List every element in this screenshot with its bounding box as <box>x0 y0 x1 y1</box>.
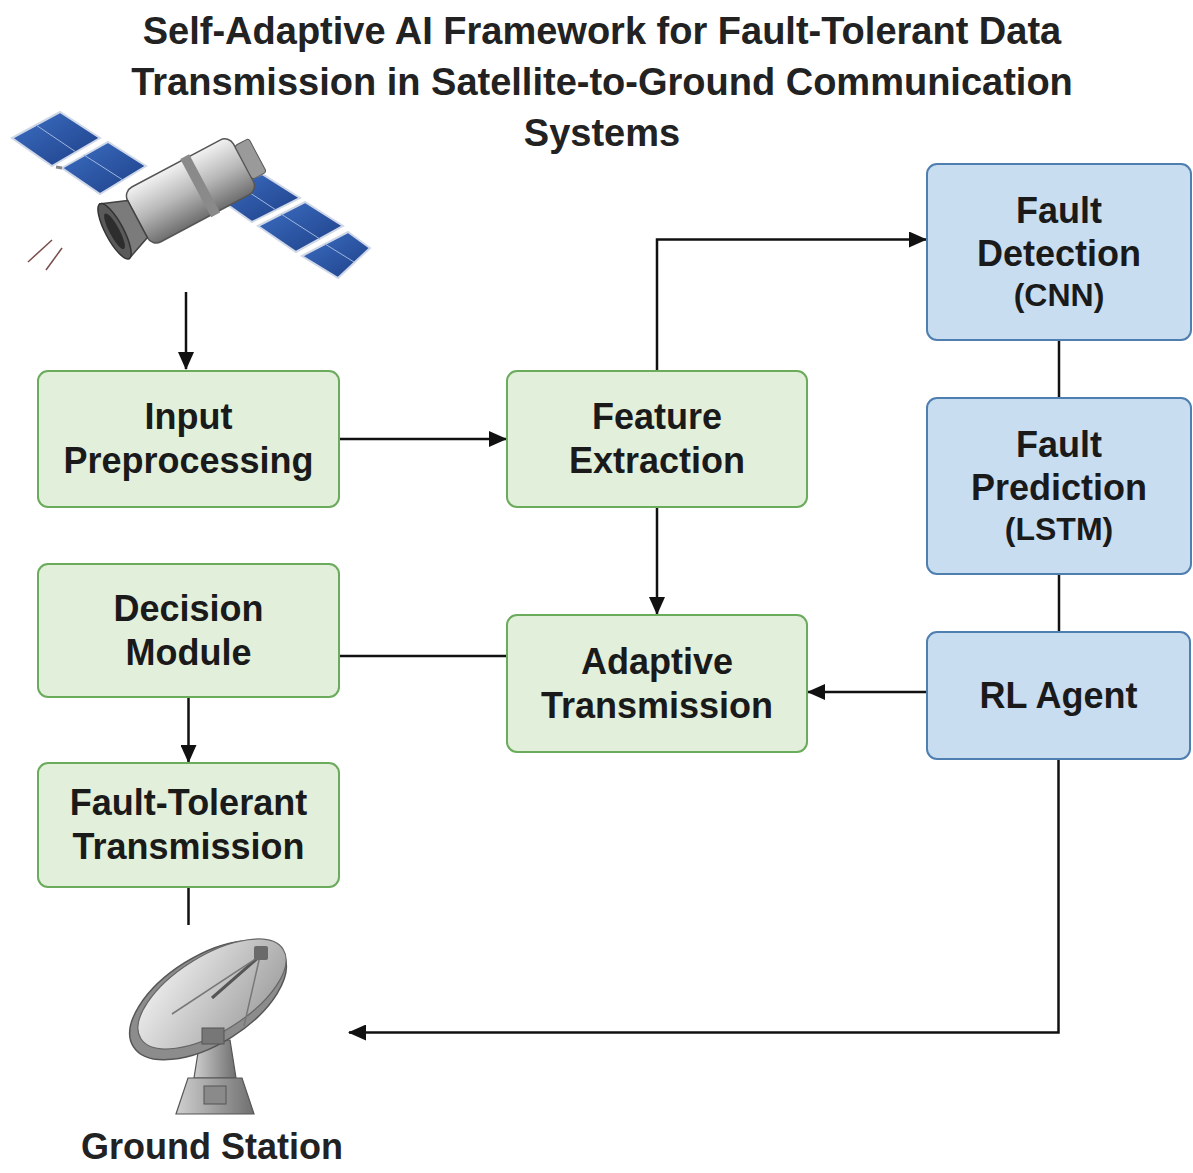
connector <box>340 438 506 441</box>
dish-antenna <box>112 928 312 1118</box>
connector <box>1058 575 1061 631</box>
process-box: Fault Prediction(LSTM) <box>926 397 1192 575</box>
node-sublabel: (LSTM) <box>1005 510 1113 549</box>
satellite-body <box>91 126 273 265</box>
connector <box>808 691 926 694</box>
process-box: Decision Module <box>37 563 340 698</box>
ground-station: Ground Station <box>75 925 349 1173</box>
process-box: Input Preprocessing <box>37 370 340 508</box>
node-label: Adaptive Transmission <box>524 640 790 728</box>
node-label: Feature Extraction <box>524 395 790 483</box>
process-box: Fault Detection(CNN) <box>926 163 1192 341</box>
connector <box>1058 341 1061 397</box>
node-label: Decision Module <box>56 587 322 675</box>
satellite-arrow <box>185 292 188 369</box>
process-box: Feature Extraction <box>506 370 808 508</box>
node-label: Input Preprocessing <box>56 395 322 483</box>
process-box: RL Agent <box>926 631 1191 760</box>
connector <box>187 888 190 925</box>
node-label: Ground Station <box>81 1126 343 1167</box>
connector <box>657 240 926 371</box>
connector <box>349 760 1059 1033</box>
node-label: Fault-Tolerant Transmission <box>56 781 322 869</box>
node-label: Fault Detection <box>939 189 1179 277</box>
process-box: Adaptive Transmission <box>506 614 808 753</box>
node-label: RL Agent <box>980 674 1138 718</box>
process-box: Fault-Tolerant Transmission <box>37 762 340 888</box>
diagram-title: Self-Adaptive AI Framework for Fault-Tol… <box>102 6 1102 159</box>
connector <box>340 655 506 658</box>
connector <box>187 698 190 762</box>
connector <box>656 508 659 614</box>
node-label: Fault Prediction <box>939 423 1179 511</box>
node-sublabel: (CNN) <box>1014 276 1105 315</box>
solar-panel <box>12 112 146 194</box>
